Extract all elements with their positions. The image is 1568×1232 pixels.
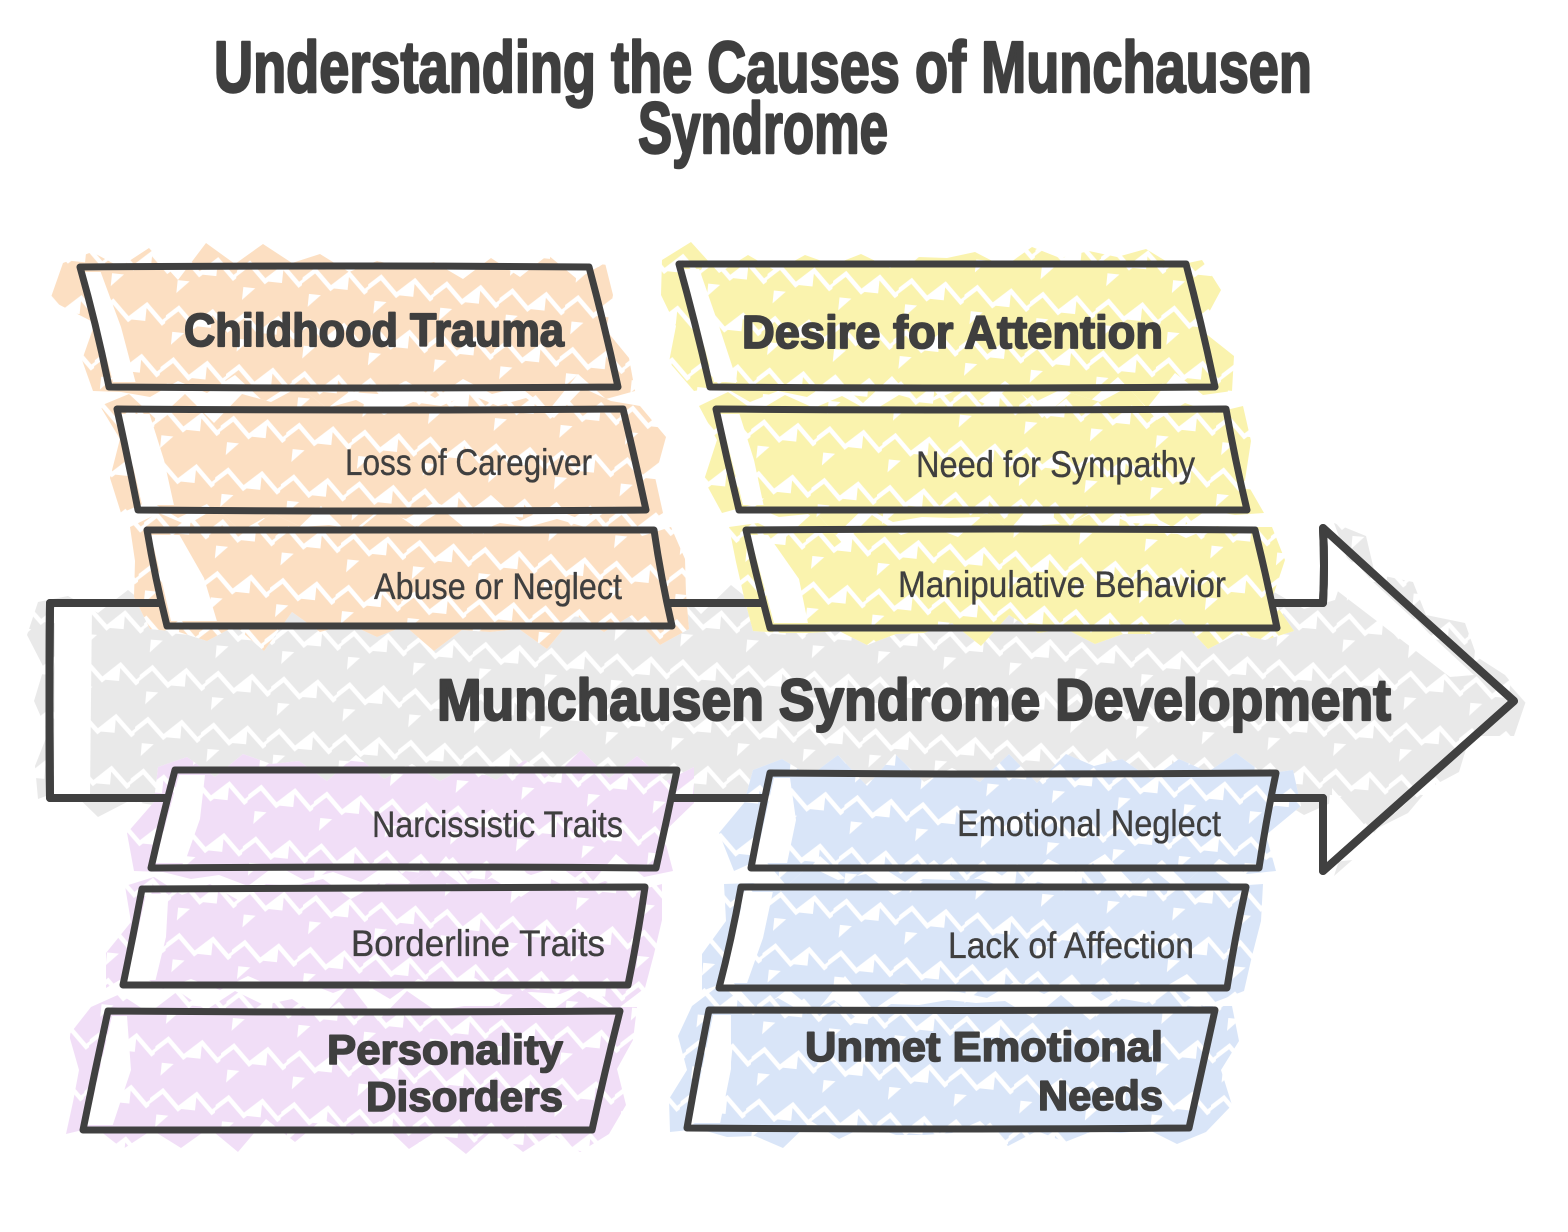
svg-text:Lack of Affection: Lack of Affection xyxy=(948,925,1194,966)
svg-text:Munchausen Syndrome Developmen: Munchausen Syndrome Development xyxy=(437,668,1391,733)
svg-text:Manipulative Behavior: Manipulative Behavior xyxy=(898,564,1226,605)
svg-text:Needs: Needs xyxy=(1038,1072,1163,1119)
svg-text:Loss of Caregiver: Loss of Caregiver xyxy=(345,442,592,483)
svg-text:Emotional Neglect: Emotional Neglect xyxy=(957,803,1222,844)
svg-text:Need for Sympathy: Need for Sympathy xyxy=(916,444,1195,485)
svg-text:Understanding the Causes of Mu: Understanding the Causes of Munchausen xyxy=(214,28,1312,108)
svg-text:Syndrome: Syndrome xyxy=(638,89,888,169)
svg-text:Childhood Trauma: Childhood Trauma xyxy=(184,304,564,356)
svg-text:Unmet Emotional: Unmet Emotional xyxy=(805,1023,1163,1070)
svg-text:Narcissistic Traits: Narcissistic Traits xyxy=(372,804,623,845)
svg-text:Disorders: Disorders xyxy=(366,1073,563,1120)
svg-text:Personality: Personality xyxy=(327,1026,564,1073)
svg-text:Desire for Attention: Desire for Attention xyxy=(742,306,1163,358)
svg-text:Abuse or Neglect: Abuse or Neglect xyxy=(374,566,623,607)
svg-text:Borderline Traits: Borderline Traits xyxy=(351,923,605,964)
